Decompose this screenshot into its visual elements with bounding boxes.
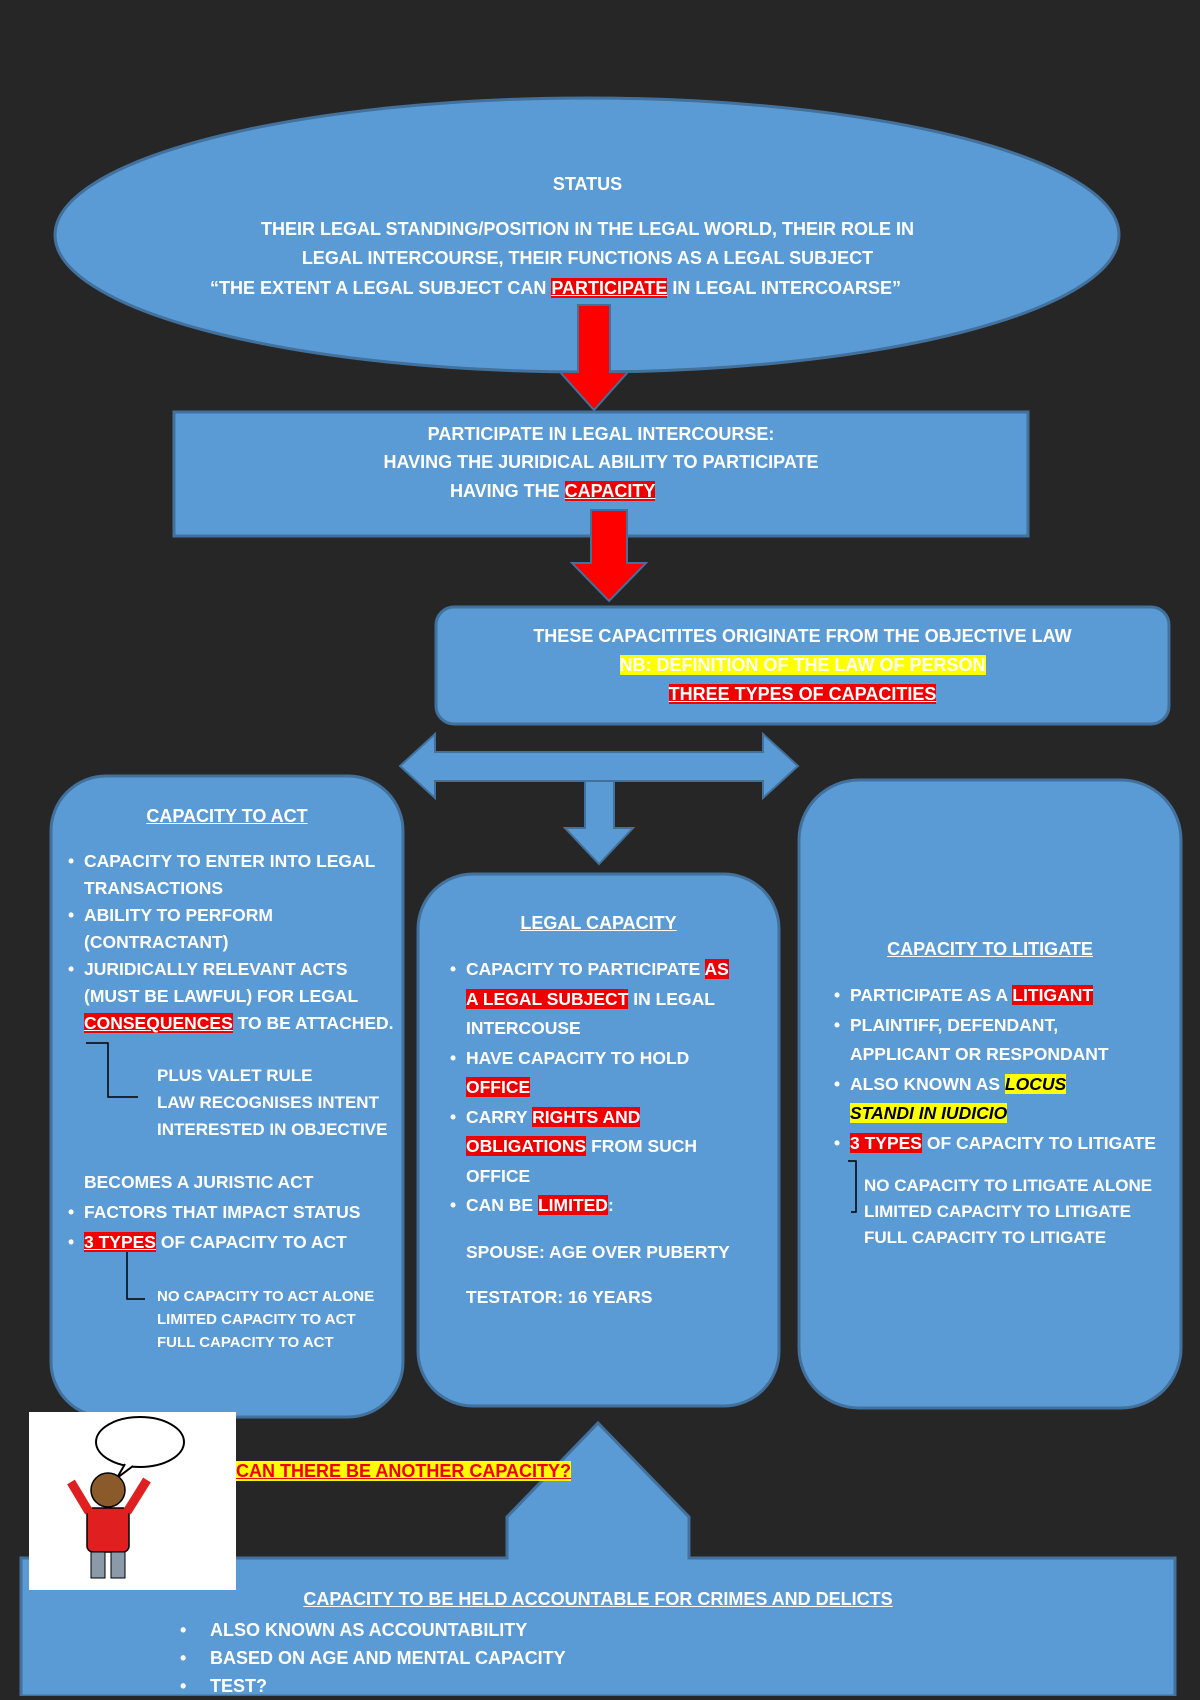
consequences-highlight: CONSEQUENCES xyxy=(84,1013,233,1033)
down-arrow xyxy=(562,780,636,866)
capacity-to-litigate-list: PARTICIPATE AS A LITIGANT PLAINTIFF, DEF… xyxy=(834,981,1179,1158)
accountability-list: ALSO KNOWN AS ACCOUNTABILITY BASED ON AG… xyxy=(180,1616,566,1700)
legal-capacity-title: LEGAL CAPACITY xyxy=(520,913,677,933)
list-item: TEST? xyxy=(180,1672,566,1700)
question-highlight: CAN THERE BE ANOTHER CAPACITY? xyxy=(236,1461,572,1481)
capacity-to-act-types: NO CAPACITY TO ACT ALONE LIMITED CAPACIT… xyxy=(157,1288,375,1351)
capacity-to-litigate-title: CAPACITY TO LITIGATE xyxy=(887,939,1093,959)
list-item: 3 TYPES OF CAPACITY TO LITIGATE xyxy=(834,1129,1179,1159)
capacity-highlight: CAPACITY xyxy=(564,481,656,501)
speech-bubble-icon xyxy=(95,1416,185,1468)
juristic-act-text: BECOMES A JURISTIC ACT xyxy=(84,1172,314,1192)
origin-line-2: NB: DEFINITION OF THE LAW OF PERSON xyxy=(436,651,1169,680)
question-text: CAN THERE BE ANOTHER CAPACITY? xyxy=(236,1457,572,1486)
list-item: 3 TYPES OF CAPACITY TO ACT xyxy=(68,1227,398,1257)
list-item: ABILITY TO PERFORM(CONTRACTANT) xyxy=(68,902,398,956)
spouse-text: SPOUSE: AGE OVER PUBERTY xyxy=(466,1242,730,1262)
three-types-highlight: THREE TYPES OF CAPACITIES xyxy=(668,684,937,704)
list-item: BASED ON AGE AND MENTAL CAPACITY xyxy=(180,1644,566,1672)
list-item: JURIDICALLY RELEVANT ACTS(MUST BE LAWFUL… xyxy=(68,956,398,1037)
list-item: FACTORS THAT IMPACT STATUS xyxy=(68,1197,398,1227)
nb-definition-highlight: NB: DEFINITION OF THE LAW OF PERSON xyxy=(619,655,986,675)
status-line-3: “THE EXTENT A LEGAL SUBJECT CAN PARTICIP… xyxy=(210,274,901,303)
list-item: CAN BE LIMITED: xyxy=(450,1191,770,1221)
three-types-act-highlight: 3 TYPES xyxy=(84,1232,156,1252)
list-item: PLAINTIFF, DEFENDANT,APPLICANT OR RESPON… xyxy=(834,1011,1179,1070)
red-arrow-2 xyxy=(569,509,649,603)
red-arrow-1 xyxy=(557,304,631,412)
status-line-3-pre: “THE EXTENT A LEGAL SUBJECT CAN xyxy=(210,278,552,298)
participate-line-3: HAVING THE CAPACITY xyxy=(450,477,656,506)
origin-line-1: THESE CAPACITITES ORIGINATE FROM THE OBJ… xyxy=(533,626,1072,646)
participate-line-1: PARTICIPATE IN LEGAL INTERCOURSE: xyxy=(427,424,775,444)
origin-line-3: THREE TYPES OF CAPACITIES xyxy=(436,680,1169,709)
status-title: STATUS xyxy=(552,174,623,194)
capacity-to-litigate-types: NO CAPACITY TO LITIGATE ALONE LIMITED CA… xyxy=(864,1176,1153,1247)
capacity-to-act-list: CAPACITY TO ENTER INTO LEGALTRANSACTIONS… xyxy=(68,848,398,1037)
list-item: ALSO KNOWN AS ACCOUNTABILITY xyxy=(180,1616,566,1644)
participate-highlight: PARTICIPATE xyxy=(551,278,668,298)
connector-line-act-2 xyxy=(126,1252,145,1300)
capacity-to-act-title: CAPACITY TO ACT xyxy=(146,806,308,826)
double-arrow xyxy=(398,731,800,801)
testator-text: TESTATOR: 16 YEARS xyxy=(466,1287,653,1307)
thinking-person-illustration xyxy=(67,1416,185,1579)
list-item: PARTICIPATE AS A LITIGANT xyxy=(834,981,1179,1011)
legal-capacity-list: CAPACITY TO PARTICIPATE ASA LEGAL SUBJEC… xyxy=(450,955,770,1221)
status-line-1: THEIR LEGAL STANDING/POSITION IN THE LEG… xyxy=(260,219,914,239)
participate-line-2: HAVING THE JURIDICAL ABILITY TO PARTICIP… xyxy=(383,452,819,472)
list-item: CAPACITY TO PARTICIPATE ASA LEGAL SUBJEC… xyxy=(450,955,770,1044)
participate-line-3-pre: HAVING THE xyxy=(450,481,565,501)
capacity-to-act-list-2: FACTORS THAT IMPACT STATUS 3 TYPES OF CA… xyxy=(68,1197,398,1257)
status-line-3-post: IN LEGAL INTERCOARSE” xyxy=(667,278,902,298)
connector-line-litigate xyxy=(848,1160,857,1213)
accountability-title: CAPACITY TO BE HELD ACCOUNTABLE FOR CRIM… xyxy=(303,1589,893,1609)
connector-line-act-1 xyxy=(86,1042,138,1098)
status-line-2: LEGAL INTERCOURSE, THEIR FUNCTIONS AS A … xyxy=(301,248,874,268)
cartoon-thinking-person-image xyxy=(29,1412,236,1590)
